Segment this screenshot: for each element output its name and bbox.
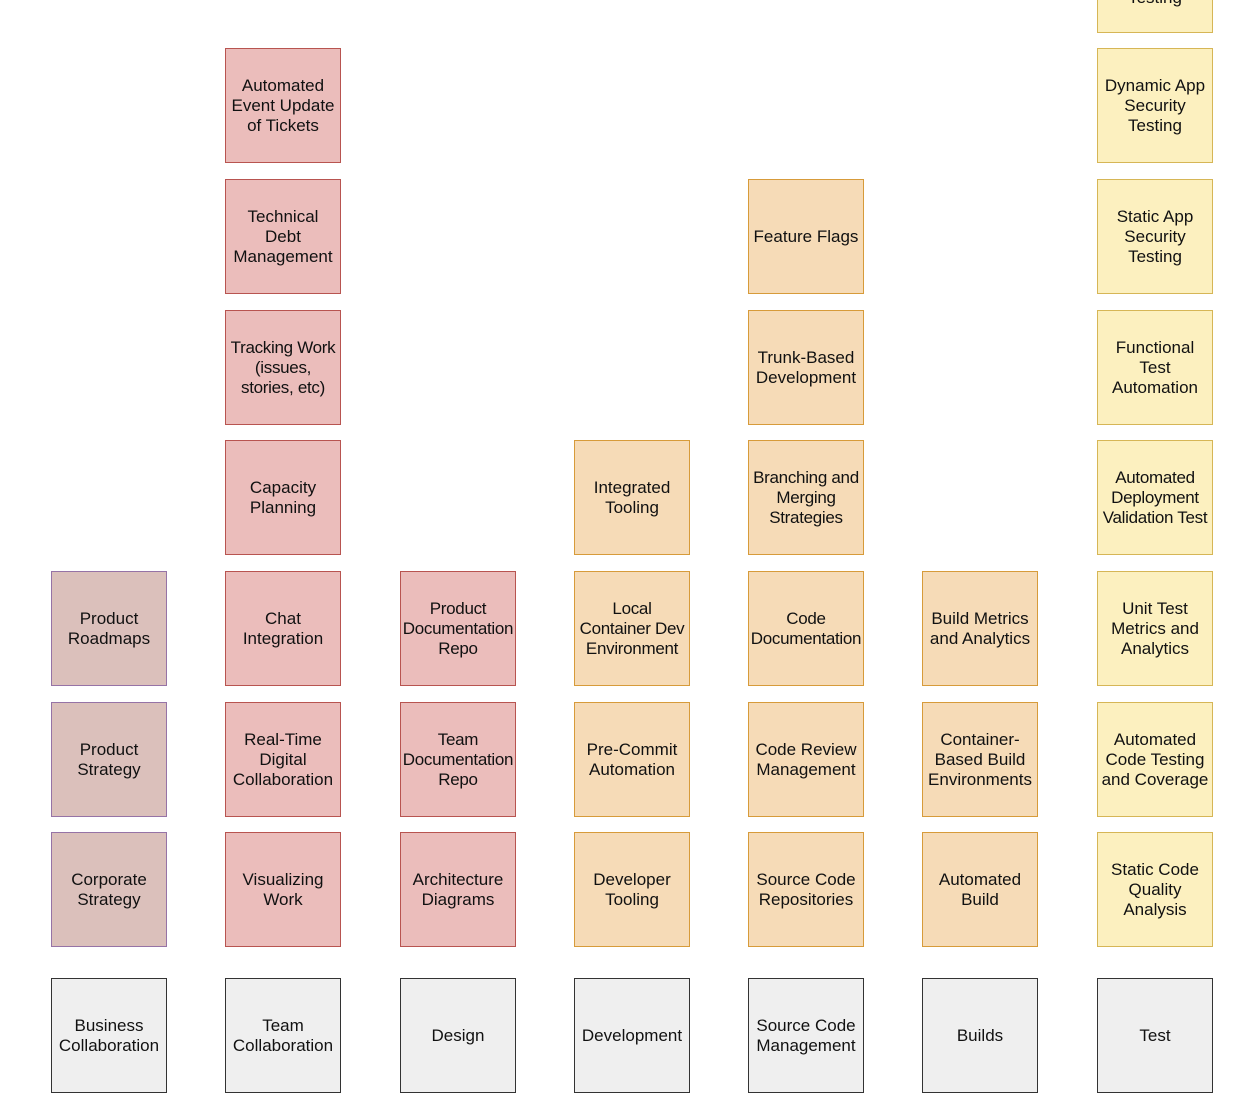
box-pre-commit-automation: Pre-Commit Automation [574,702,690,817]
box-local-container-dev-environment: Local Container Dev Environment [574,571,690,686]
box-developer-tooling: Developer Tooling [574,832,690,947]
box-chat-integration: Chat Integration [225,571,341,686]
box-testing-partial: Testing [1097,0,1213,33]
box-functional-test-automation: Functional Test Automation [1097,310,1213,425]
header-design: Design [400,978,516,1093]
box-code-review-management: Code Review Management [748,702,864,817]
box-branching-and-merging-strategies: Branching and Merging Strategies [748,440,864,555]
header-business-collaboration: Business Collaboration [51,978,167,1093]
box-trunk-based-development: Trunk-Based Development [748,310,864,425]
box-automated-deployment-validation-test: Automated Deployment Validation Test [1097,440,1213,555]
box-visualizing-work: Visualizing Work [225,832,341,947]
box-container-based-build-environments: Container- Based Build Environments [922,702,1038,817]
box-team-documentation-repo: Team Documentation Repo [400,702,516,817]
box-real-time-digital-collaboration: Real-Time Digital Collaboration [225,702,341,817]
box-technical-debt-management: Technical Debt Management [225,179,341,294]
header-builds: Builds [922,978,1038,1093]
box-integrated-tooling: Integrated Tooling [574,440,690,555]
header-development: Development [574,978,690,1093]
box-code-documentation: Code Documentation [748,571,864,686]
box-capacity-planning: Capacity Planning [225,440,341,555]
header-test: Test [1097,978,1213,1093]
box-static-app-security-testing: Static App Security Testing [1097,179,1213,294]
box-feature-flags: Feature Flags [748,179,864,294]
box-automated-code-testing-and-coverage: Automated Code Testing and Coverage [1097,702,1213,817]
header-team-collaboration: Team Collaboration [225,978,341,1093]
box-corporate-strategy: Corporate Strategy [51,832,167,947]
box-unit-test-metrics-and-analytics: Unit Test Metrics and Analytics [1097,571,1213,686]
header-source-code-management: Source Code Management [748,978,864,1093]
box-tracking-work: Tracking Work (issues, stories, etc) [225,310,341,425]
box-product-documentation-repo: Product Documentation Repo [400,571,516,686]
box-architecture-diagrams: Architecture Diagrams [400,832,516,947]
box-product-strategy: Product Strategy [51,702,167,817]
box-static-code-quality-analysis: Static Code Quality Analysis [1097,832,1213,947]
box-dynamic-app-security-testing: Dynamic App Security Testing [1097,48,1213,163]
box-source-code-repositories: Source Code Repositories [748,832,864,947]
box-automated-build: Automated Build [922,832,1038,947]
box-automated-event-update-of-tickets: Automated Event Update of Tickets [225,48,341,163]
box-build-metrics-and-analytics: Build Metrics and Analytics [922,571,1038,686]
box-product-roadmaps: Product Roadmaps [51,571,167,686]
